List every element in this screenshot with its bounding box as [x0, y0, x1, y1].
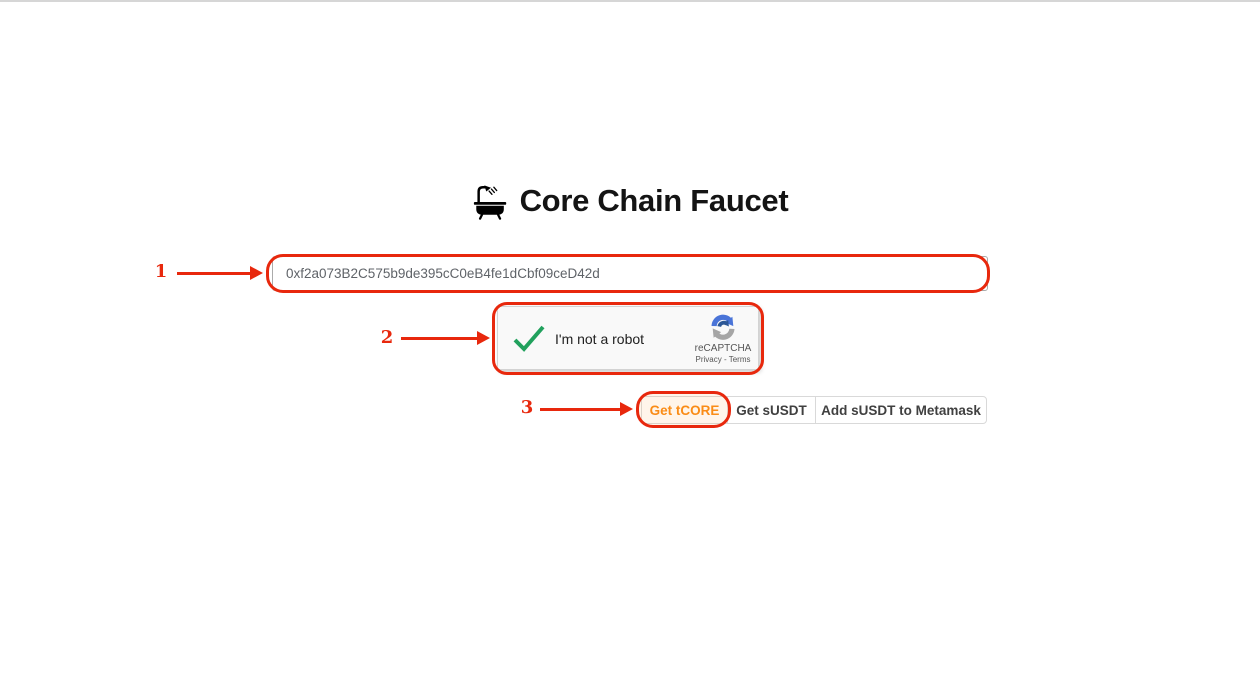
recaptcha-checkbox[interactable]	[512, 324, 546, 354]
window-top-border	[0, 0, 1260, 2]
annotation-number-3: 3	[520, 397, 534, 418]
recaptcha-label: I'm not a robot	[555, 331, 645, 347]
recaptcha-widget: I'm not a robot reCAPTCHA Privacy - Term…	[497, 306, 759, 370]
get-susdt-button[interactable]: Get sUSDT	[727, 396, 816, 424]
get-tcore-button[interactable]: Get tCORE	[641, 396, 728, 424]
annotation-number-1: 1	[154, 261, 168, 282]
bathtub-shower-icon	[473, 185, 506, 220]
add-susdt-to-metamask-button[interactable]: Add sUSDT to Metamask	[815, 396, 987, 424]
header: Core Chain Faucet	[0, 182, 1260, 220]
recaptcha-logo-icon	[711, 314, 735, 340]
faucet-button-group: Get tCORE Get sUSDT Add sUSDT to Metamas…	[641, 396, 987, 424]
page-title: Core Chain Faucet	[519, 183, 789, 218]
recaptcha-brand: reCAPTCHA	[694, 343, 752, 354]
recaptcha-privacy-terms-links[interactable]: Privacy - Terms	[695, 355, 751, 364]
recaptcha-branding: reCAPTCHA Privacy - Terms	[693, 312, 753, 365]
wallet-address-input[interactable]	[272, 256, 988, 291]
annotation-number-2: 2	[380, 327, 394, 348]
